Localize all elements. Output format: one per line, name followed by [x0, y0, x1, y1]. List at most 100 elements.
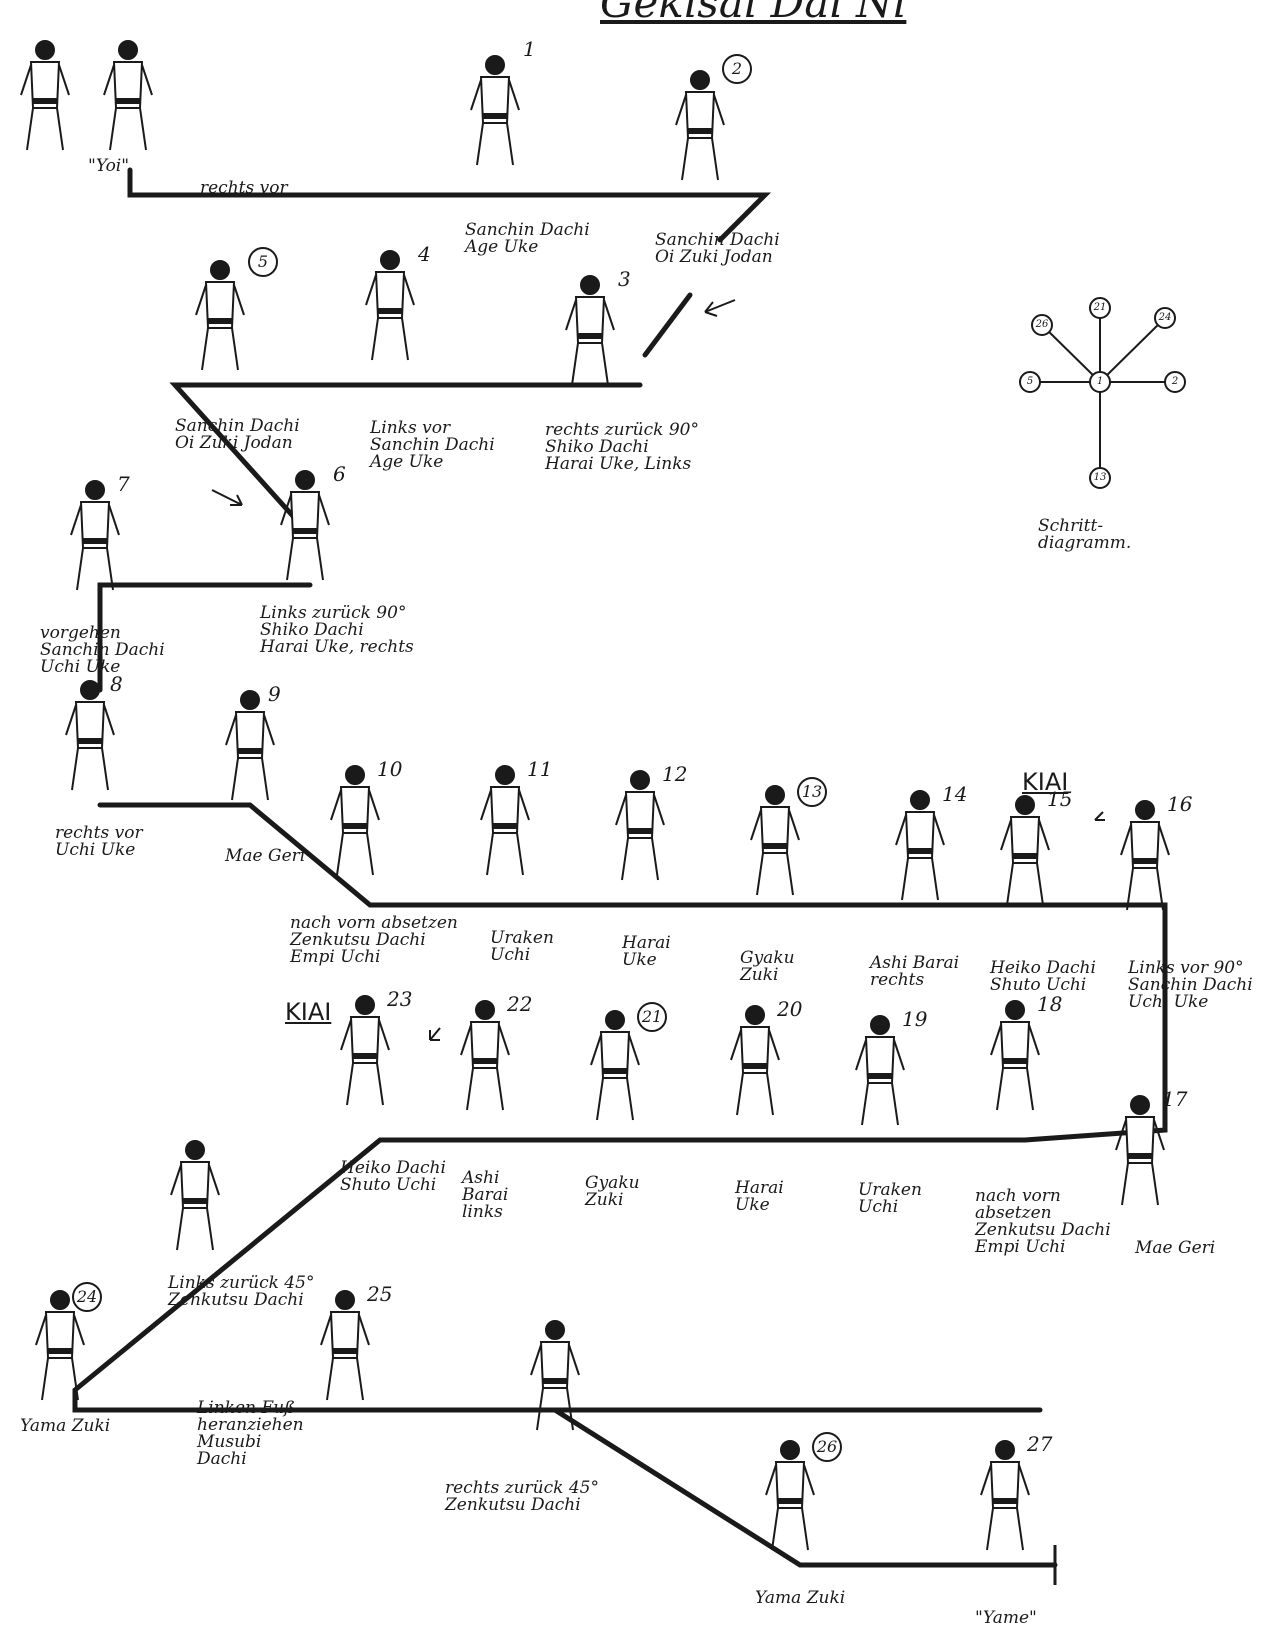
karate-figure	[530, 1320, 580, 1431]
move-label: Sanchin Dachi Oi Zuki Jodan	[175, 416, 300, 453]
step-number: 27	[1027, 1432, 1053, 1456]
path-segment-4	[97, 582, 313, 693]
path-segment-2	[642, 292, 693, 358]
move-label: Sanchin Dachi Age Uke	[465, 220, 590, 257]
step-number: 26	[812, 1432, 842, 1462]
karate-figure	[20, 40, 70, 151]
step-number: 7	[117, 472, 130, 496]
karate-figure	[170, 1140, 220, 1251]
move-label: Sanchin Dachi Oi Zuki Jodan	[655, 230, 780, 267]
step-number: 2	[722, 54, 752, 84]
step-number: 22	[507, 992, 533, 1016]
kiai-marker: KIAI	[285, 998, 332, 1026]
move-label: Heiko Dachi Shuto Uchi	[990, 958, 1096, 995]
karate-figure	[480, 765, 530, 876]
karate-figure	[730, 1005, 780, 1116]
move-label: rechts zurück 45° Zenkutsu Dachi	[445, 1478, 599, 1515]
karate-figure	[675, 70, 725, 181]
step-number: 9	[268, 682, 281, 706]
karate-figure	[855, 1015, 905, 1126]
move-label: "Yoi"	[88, 156, 130, 176]
step-number: 18	[1037, 992, 1063, 1016]
karate-figure	[565, 275, 615, 386]
karate-figure	[895, 790, 945, 901]
karate-figure	[750, 785, 800, 896]
step-number: 6	[333, 462, 346, 486]
step-number: 20	[777, 997, 803, 1021]
page-title: Gekisai Dai Ni	[600, 0, 907, 27]
move-label: Gyaku Zuki	[740, 948, 795, 985]
karate-figure	[765, 1440, 815, 1551]
step-number: 10	[377, 757, 403, 781]
move-label: vorgehen Sanchin Dachi Uchi Uke	[40, 623, 165, 677]
karate-figure	[340, 995, 390, 1106]
step-path	[72, 167, 1168, 1568]
arrow-icon	[211, 489, 243, 506]
step-number: 1	[523, 37, 536, 61]
arrow-icon	[1094, 811, 1105, 821]
move-label: Uraken Uchi	[858, 1180, 922, 1217]
step-number: 14	[942, 782, 968, 806]
path-segment-7	[552, 1407, 1058, 1568]
karate-figure	[35, 1290, 85, 1401]
move-label: Linken Fuß heranziehen Musubi Dachi	[197, 1398, 304, 1469]
figures-layer	[20, 40, 1170, 1551]
move-label: Yama Zuki	[755, 1588, 846, 1608]
karate-figure	[70, 480, 120, 591]
karate-figure	[470, 55, 520, 166]
move-label: Links vor 90° Sanchin Dachi Uchi Uke	[1128, 958, 1253, 1012]
step-number: 17	[1162, 1087, 1188, 1111]
karate-figure	[195, 260, 245, 371]
karate-figure	[320, 1290, 370, 1401]
karate-figure	[225, 690, 275, 801]
karate-figure	[330, 765, 380, 876]
move-label: Heiko Dachi Shuto Uchi	[340, 1158, 446, 1195]
step-diagram-label: Schritt- diagramm.	[1038, 516, 1132, 553]
path-segment-3	[169, 382, 643, 538]
step-number: 19	[902, 1007, 928, 1031]
kiai-marker: KIAI	[1022, 768, 1069, 796]
move-label: rechts vor Uchi Uke	[55, 823, 143, 860]
arrow-icon	[704, 299, 736, 317]
move-label: Mae Geri	[1135, 1238, 1216, 1258]
move-label: Links vor Sanchin Dachi Age Uke	[370, 418, 495, 472]
step-number: 16	[1167, 792, 1193, 816]
move-label: Ashi Barai rechts	[870, 953, 960, 990]
karate-figure	[1120, 800, 1170, 911]
step-number: 25	[367, 1282, 393, 1306]
karate-figure	[1115, 1095, 1165, 1206]
step-number: 15	[1047, 787, 1073, 811]
move-label: nach vorn absetzen Zenkutsu Dachi Empi U…	[290, 913, 458, 967]
step-number: 21	[637, 1002, 667, 1032]
step-diagram-node: 1	[1089, 371, 1111, 393]
move-label: rechts zurück 90° Shiko Dachi Harai Uke,…	[545, 420, 699, 474]
move-label: Yama Zuki	[20, 1416, 111, 1436]
karate-figure	[1000, 795, 1050, 906]
karate-figure	[615, 770, 665, 881]
move-label: Uraken Uchi	[490, 928, 554, 965]
karate-figure	[980, 1440, 1030, 1551]
step-number: 4	[418, 242, 431, 266]
karate-figure	[65, 680, 115, 791]
karate-figure	[990, 1000, 1040, 1111]
arrow-icon	[429, 1027, 441, 1041]
move-label: Harai Uke	[735, 1178, 784, 1215]
move-label: Harai Uke	[622, 933, 671, 970]
step-number: 13	[797, 777, 827, 807]
move-label: rechts vor	[200, 178, 288, 198]
move-label: Links zurück 45° Zenkutsu Dachi	[168, 1273, 315, 1310]
move-label: Mae Geri	[225, 846, 306, 866]
step-diagram-node: 2	[1164, 371, 1186, 393]
step-number: 11	[527, 757, 553, 781]
path-segment-6	[72, 1137, 1043, 1413]
direction-arrows	[211, 299, 1105, 1041]
karate-figure	[280, 470, 330, 581]
move-label: "Yame"	[975, 1608, 1037, 1628]
step-number: 23	[387, 987, 413, 1011]
step-diagram-node: 21	[1089, 297, 1111, 319]
karate-figure	[460, 1000, 510, 1111]
karate-figure	[103, 40, 153, 151]
move-label: nach vorn absetzen Zenkutsu Dachi Empi U…	[975, 1186, 1111, 1257]
karate-figure	[365, 250, 415, 361]
